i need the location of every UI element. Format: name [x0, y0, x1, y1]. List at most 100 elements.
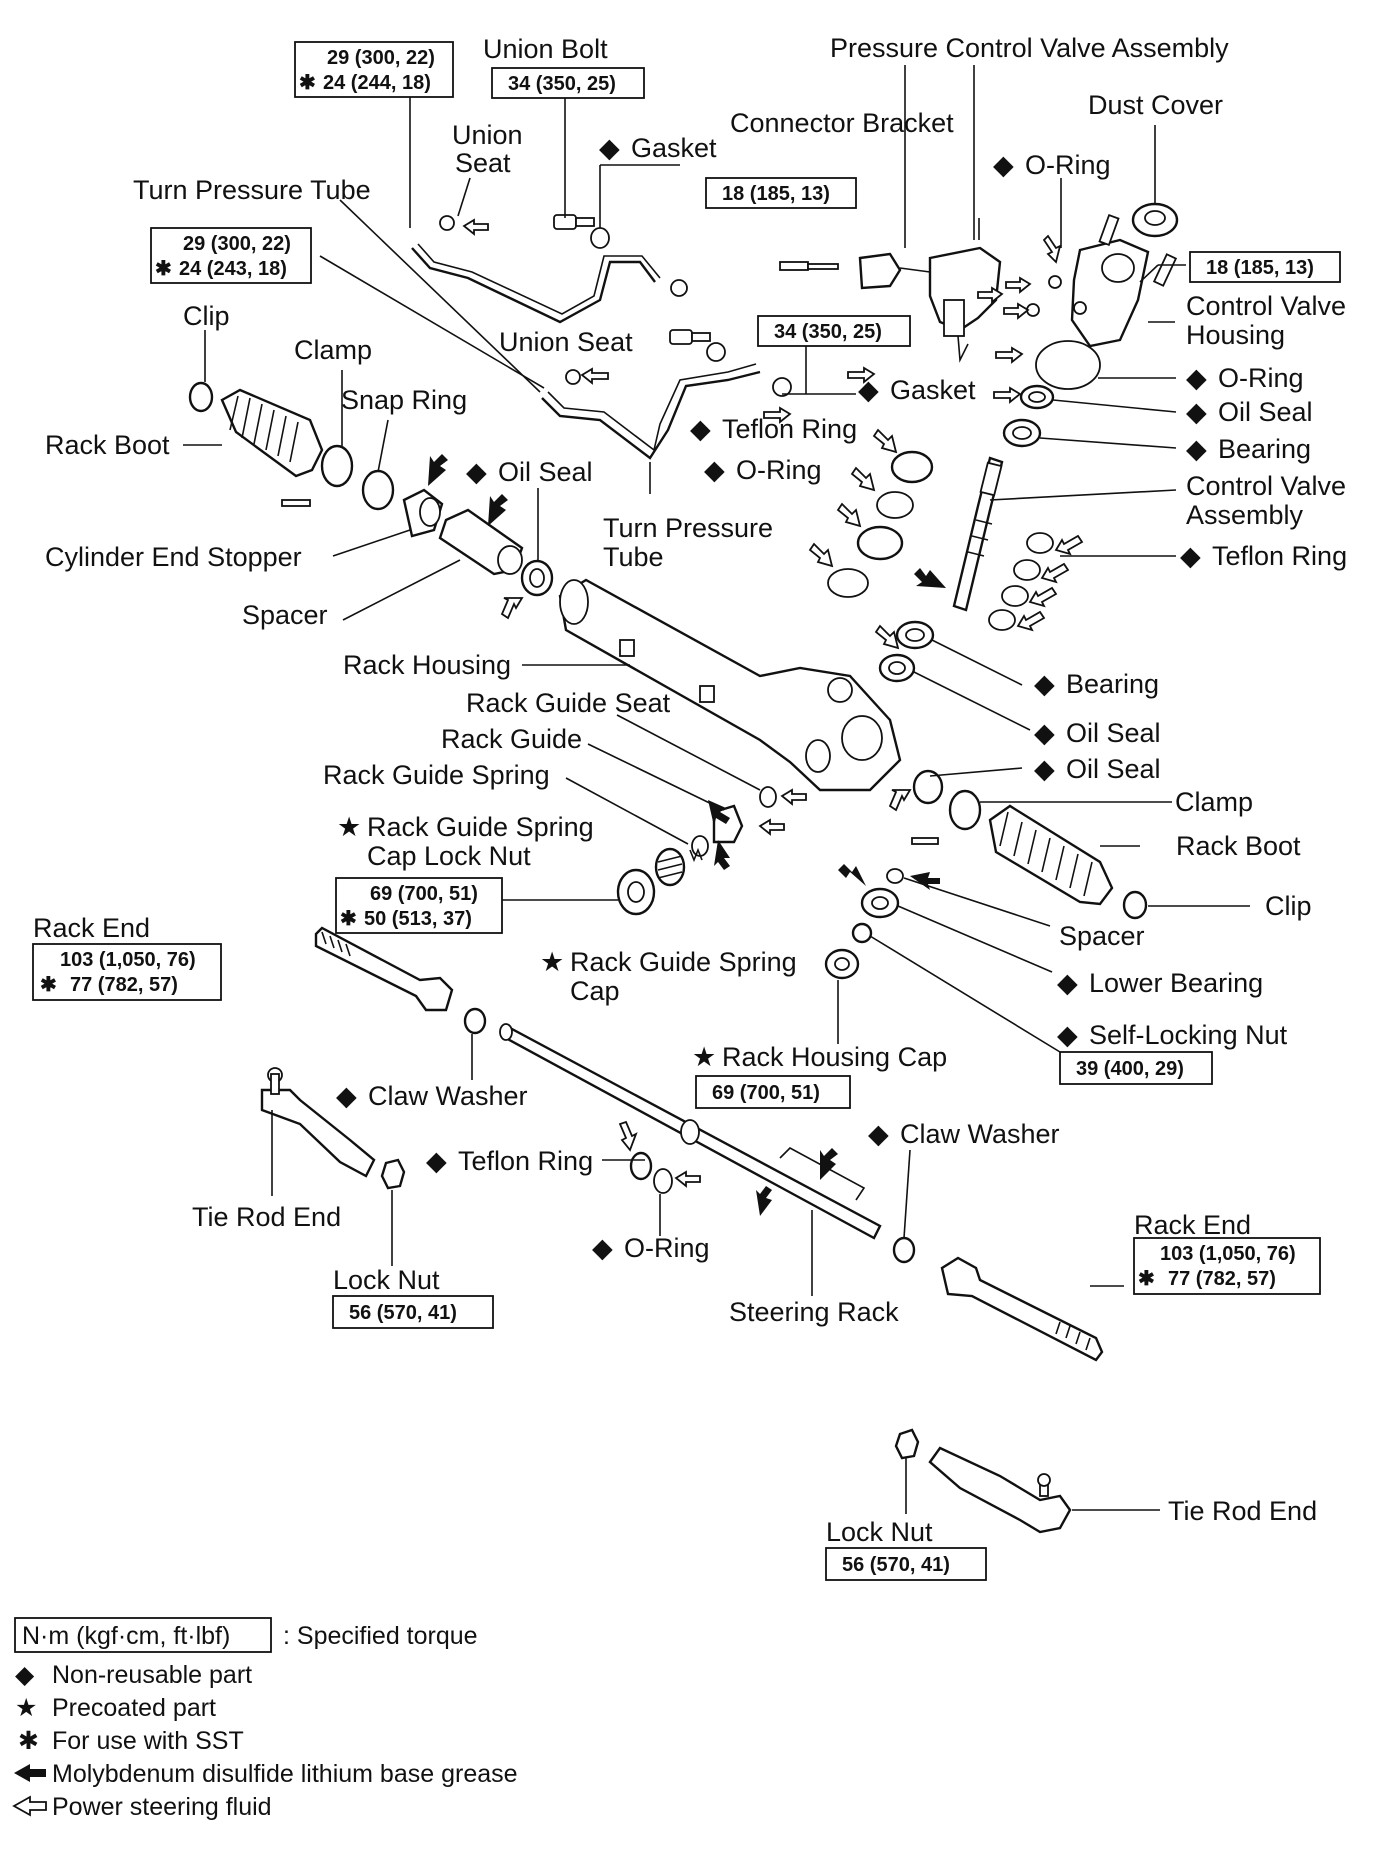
svg-text:✱: ✱ — [299, 72, 316, 94]
svg-text:103 (1,050, 76): 103 (1,050, 76) — [60, 949, 196, 971]
svg-text:Oil Seal: Oil Seal — [1066, 754, 1161, 784]
svg-text:34 (350, 25): 34 (350, 25) — [508, 73, 616, 95]
label-teflon-ring-3: ◆ — [426, 1146, 447, 1176]
label-rack-guide-seat: Rack Guide Seat — [466, 688, 671, 718]
label-rgs-cap-b: Cap — [570, 976, 620, 1006]
grease-arrow-icon — [14, 1764, 46, 1782]
svg-text:39 (400, 29): 39 (400, 29) — [1076, 1058, 1184, 1080]
label-rack-end-2: Rack End — [1134, 1210, 1251, 1240]
label-teflon-ring-2: ◆ — [1180, 541, 1201, 571]
svg-text:24 (244, 18): 24 (244, 18) — [323, 72, 431, 94]
torque-box-4: 18 (185, 13) — [1189, 251, 1341, 283]
clamp-right — [948, 789, 982, 831]
label-rgs-cap-a: ★ — [540, 947, 564, 977]
union-seat-1 — [439, 215, 455, 231]
pressure-control-valve — [928, 246, 1002, 332]
gasket-2 — [706, 342, 726, 362]
svg-text:Bearing: Bearing — [1218, 434, 1311, 464]
label-union-seat-1a: Union — [452, 120, 523, 150]
svg-text:O-Ring: O-Ring — [736, 455, 822, 485]
svg-text:O-Ring: O-Ring — [624, 1233, 710, 1263]
turn-pressure-tube-lower — [541, 370, 761, 460]
self-locking-nut — [851, 922, 873, 944]
label-oil-seal-1: ◆ — [1186, 397, 1207, 427]
label-dust-cover: Dust Cover — [1088, 90, 1223, 120]
svg-text:18 (185, 13): 18 (185, 13) — [722, 183, 830, 205]
svg-text:Claw Washer: Claw Washer — [900, 1119, 1060, 1149]
label-o-ring-1: ◆ — [993, 150, 1014, 180]
svg-text:77 (782, 57): 77 (782, 57) — [1168, 1268, 1276, 1290]
svg-text:✱: ✱ — [155, 258, 172, 280]
svg-text:Teflon Ring: Teflon Ring — [458, 1146, 593, 1176]
label-oil-seal-4: ◆ — [1034, 754, 1055, 784]
torque-box-3: 18 (185, 13) — [705, 177, 857, 209]
fluid-arrow-icon — [12, 1795, 47, 1817]
torque-box-13: 56 (570, 41) — [825, 1547, 987, 1581]
label-rack-boot-2: Rack Boot — [1176, 831, 1301, 861]
svg-text:77 (782, 57): 77 (782, 57) — [70, 974, 178, 996]
label-lower-bearing: ◆ — [1057, 968, 1078, 998]
label-bearing-2: ◆ — [1034, 669, 1055, 699]
label-union-seat-2: Union Seat — [499, 327, 633, 357]
torque-box-7: 69 (700, 51) ✱ 50 (513, 37) — [335, 877, 503, 934]
lock-nut-left — [380, 1158, 406, 1190]
svg-text:56 (570, 41): 56 (570, 41) — [842, 1554, 950, 1576]
svg-text:✱: ✱ — [40, 974, 57, 996]
torque-box-1: 29 (300, 22) ✱ 24 (244, 18) — [294, 41, 454, 98]
label-snap-ring: Snap Ring — [341, 385, 467, 415]
svg-text:✱: ✱ — [18, 1727, 39, 1755]
svg-text:50 (513, 37): 50 (513, 37) — [364, 908, 472, 930]
label-union-seat-1b: Seat — [455, 148, 511, 178]
label-rack-boot-1: Rack Boot — [45, 430, 170, 460]
svg-text:Gasket: Gasket — [631, 133, 717, 163]
label-self-locking-nut: ◆ — [1057, 1020, 1078, 1050]
svg-text:103 (1,050, 76): 103 (1,050, 76) — [1160, 1243, 1296, 1265]
label-spacer-2: Spacer — [1059, 921, 1145, 951]
label-rack-guide: Rack Guide — [441, 724, 582, 754]
claw-washer-right — [892, 1236, 916, 1264]
label-cva-b: Assembly — [1186, 500, 1304, 530]
label-cvh-a: Control Valve — [1186, 291, 1346, 321]
torque-box-6: 34 (350, 25) — [757, 315, 911, 347]
torque-box-11: 103 (1,050, 76) ✱ 77 (782, 57) — [1133, 1237, 1321, 1295]
label-o-ring-4: ◆ — [592, 1233, 613, 1263]
rack-end-right — [940, 1256, 1104, 1362]
tie-rod-end-right — [928, 1446, 1072, 1534]
label-tie-rod-end-1: Tie Rod End — [192, 1202, 341, 1232]
union-seat-2 — [565, 369, 581, 385]
tie-rod-end-left — [260, 1088, 376, 1178]
svg-text:69 (700, 51): 69 (700, 51) — [370, 883, 478, 905]
label-gasket-2: ◆ — [858, 375, 879, 405]
svg-text:O-Ring: O-Ring — [1218, 363, 1304, 393]
label-clamp-1: Clamp — [294, 335, 372, 365]
gasket-1 — [590, 227, 610, 249]
label-claw-washer-1: ◆ — [336, 1081, 357, 1111]
clip-left — [188, 381, 214, 413]
svg-text:69 (700, 51): 69 (700, 51) — [712, 1082, 820, 1104]
rack-guide-seat — [759, 786, 777, 808]
o-ring-rack — [653, 1168, 673, 1194]
legend-torque-desc: : Specified torque — [283, 1622, 478, 1650]
teflon-ring-upper — [890, 450, 934, 484]
svg-text:Oil Seal: Oil Seal — [498, 457, 593, 487]
label-rgs-lock-nut-a: ★ — [337, 812, 361, 842]
svg-text:34 (350, 25): 34 (350, 25) — [774, 321, 882, 343]
label-lock-nut-1: Lock Nut — [333, 1265, 440, 1295]
union-bolt-2 — [669, 329, 693, 345]
legend-fluid: Power steering fluid — [52, 1793, 272, 1821]
svg-text:56 (570, 41): 56 (570, 41) — [349, 1302, 457, 1324]
label-pcv-assembly: Pressure Control Valve Assembly — [830, 33, 1229, 63]
torque-box-2: 34 (350, 25) — [491, 67, 645, 99]
teflon-ring-mid — [856, 525, 904, 561]
svg-text:★: ★ — [15, 1694, 37, 1722]
label-oil-seal-2: ◆ — [466, 457, 487, 487]
rack-end-left — [314, 926, 454, 1012]
label-claw-washer-2: ◆ — [868, 1119, 889, 1149]
label-rack-end-1: Rack End — [33, 913, 150, 943]
label-steering-rack: Steering Rack — [729, 1297, 899, 1327]
svg-text:◆: ◆ — [15, 1661, 35, 1689]
o-ring-housing — [1035, 340, 1101, 390]
teflon-ring-shaft-1 — [1026, 532, 1054, 554]
label-turn-pressure-tube-1: Turn Pressure Tube — [133, 175, 371, 205]
